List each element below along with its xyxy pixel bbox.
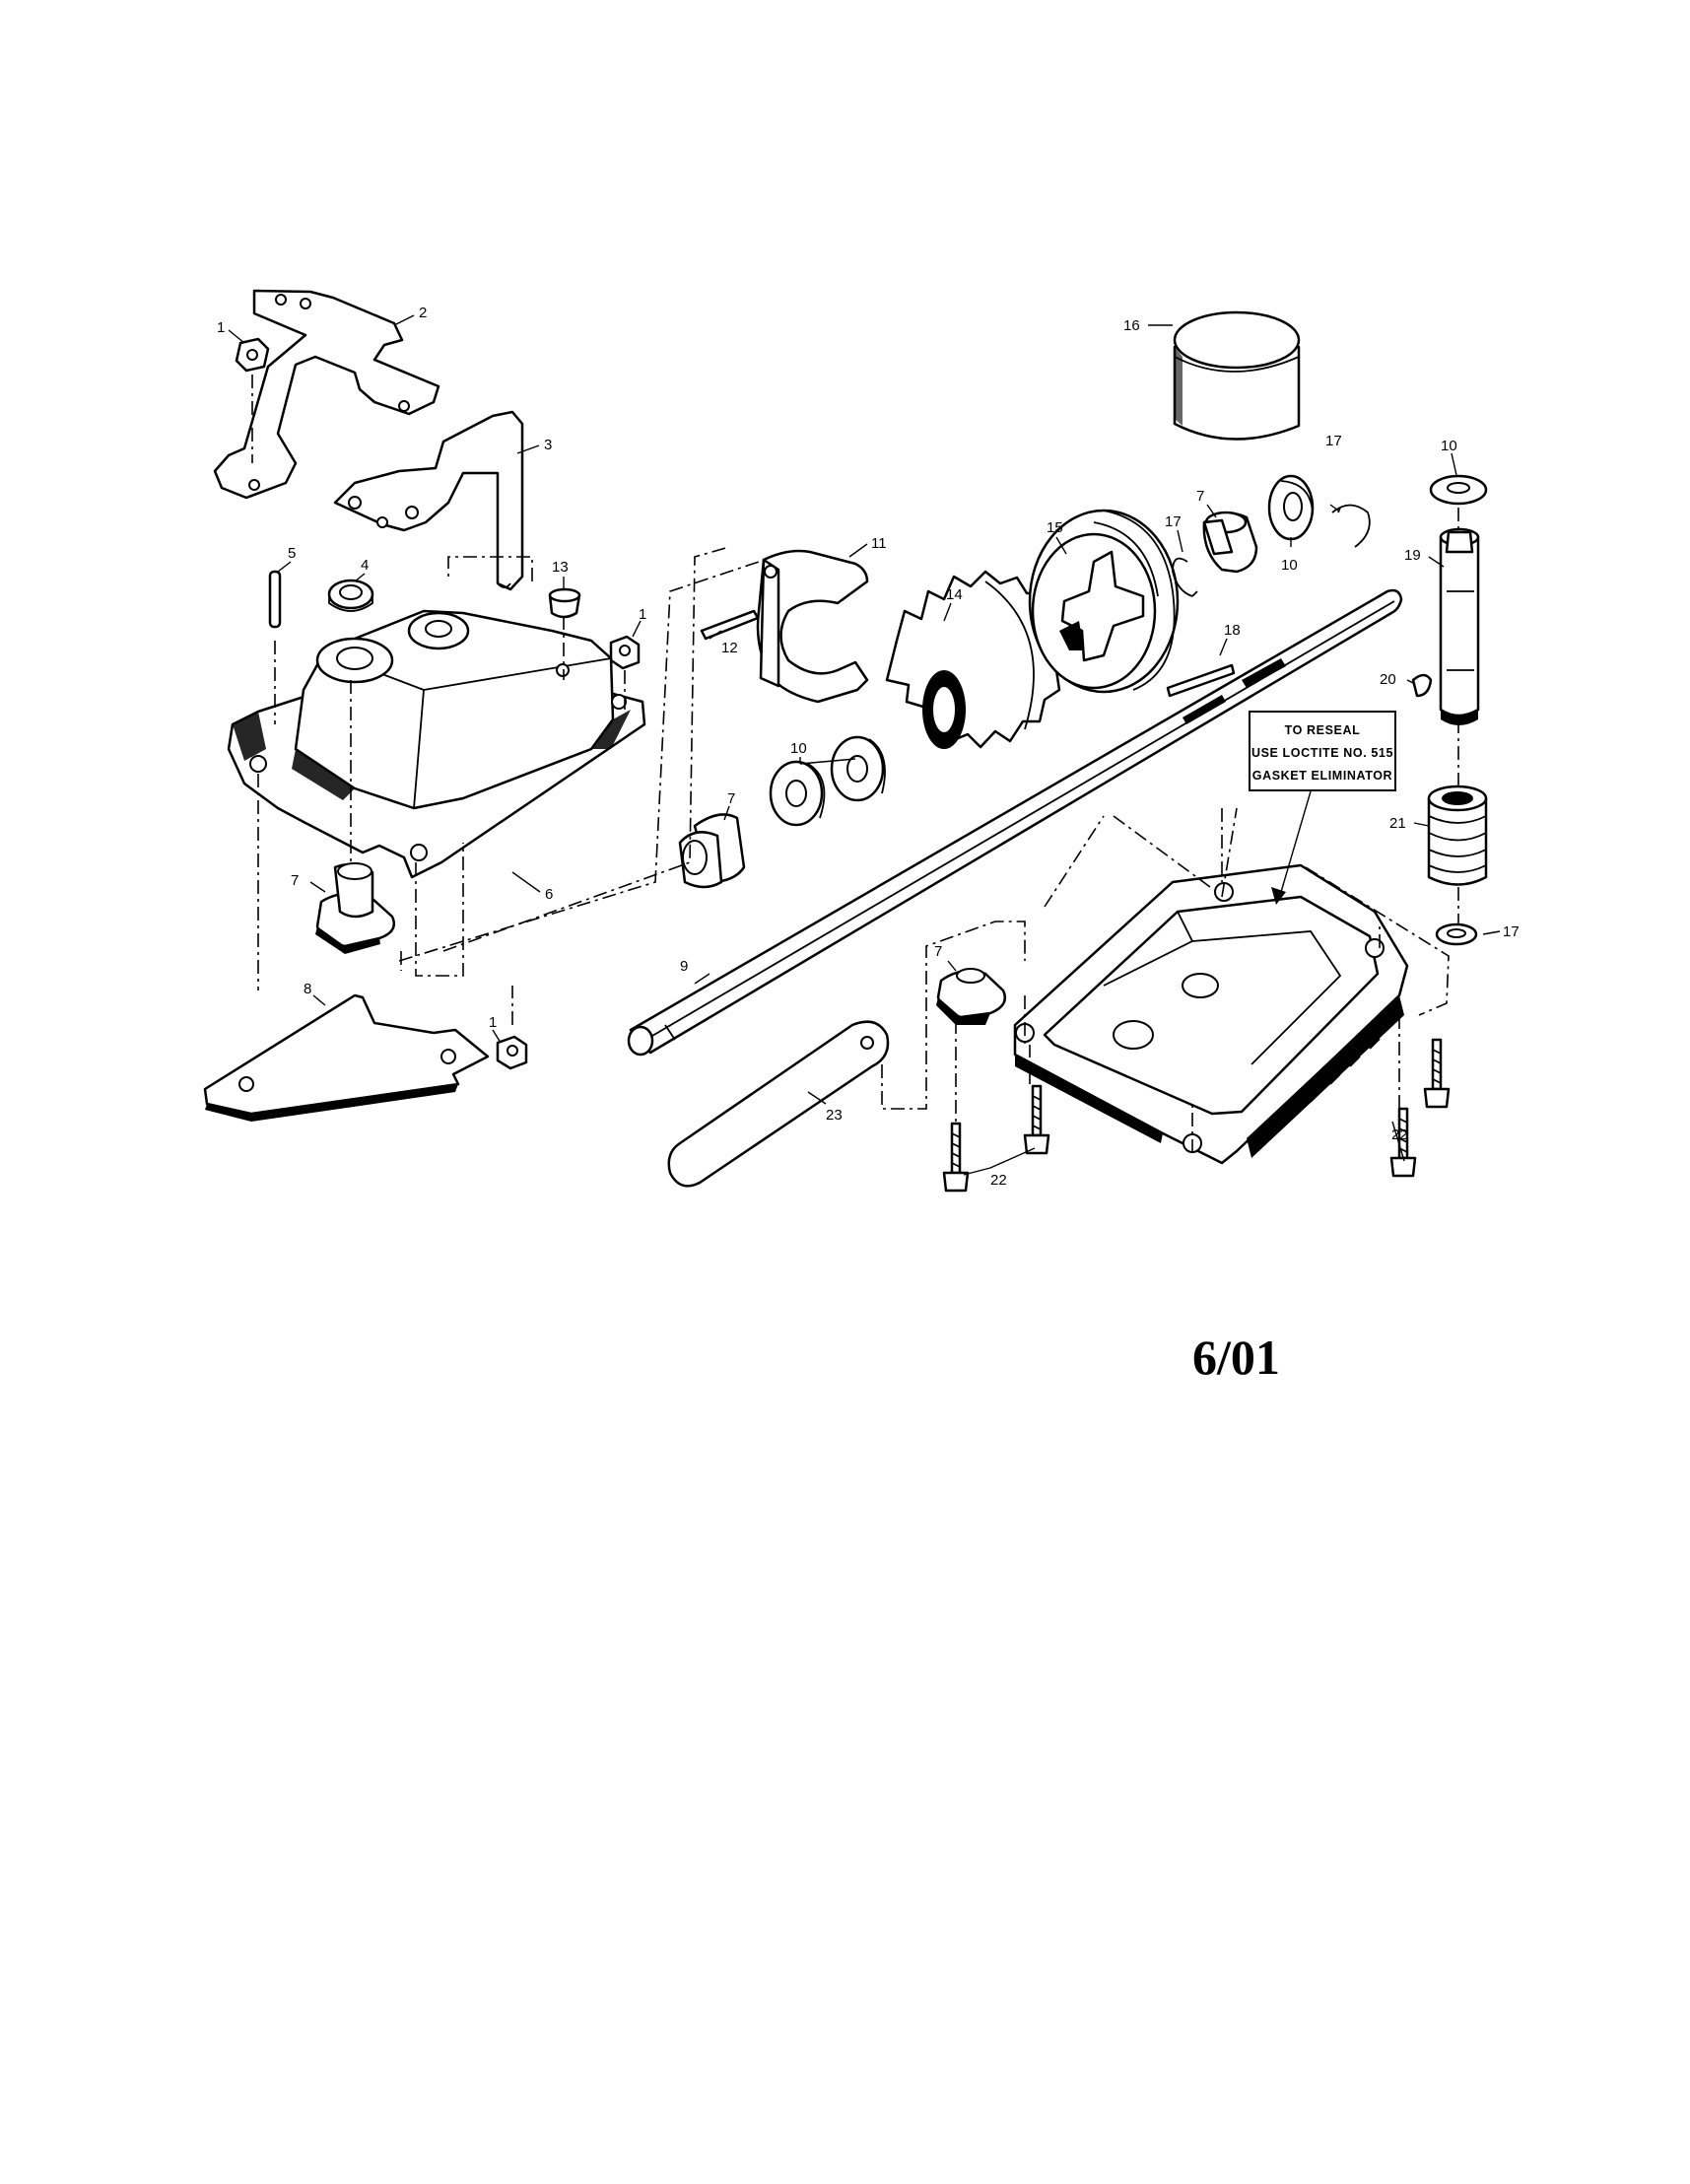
callout-20: 20 (1380, 671, 1396, 688)
callout-1-right: 1 (639, 606, 646, 623)
part-5-pin (268, 570, 282, 629)
assembly-lines (251, 375, 1459, 1153)
part-18-key (1166, 663, 1236, 698)
callout-22-left: 22 (990, 1172, 1007, 1189)
part-11-shift-fork (756, 549, 869, 704)
callout-18: 18 (1224, 622, 1241, 639)
callout-21: 21 (1389, 815, 1406, 832)
part-13-plug (548, 587, 581, 619)
part-1-nut-bottom (496, 1035, 528, 1070)
callout-16: 16 (1123, 317, 1140, 334)
callout-3: 3 (544, 437, 552, 453)
part-7-bushing-left (315, 862, 396, 954)
callout-22-right: 22 (1391, 1126, 1408, 1143)
callout-5: 5 (288, 545, 296, 562)
part-22-screws (942, 1038, 1451, 1193)
part-10-washer-top (1429, 474, 1488, 506)
note-line-2: USE LOCTITE NO. 515 (1251, 746, 1393, 760)
part-17-clip-c (1435, 922, 1478, 946)
part-7-bushing-mid (678, 813, 746, 889)
leader-lines (228, 314, 1501, 1176)
callout-2: 2 (419, 305, 427, 321)
callout-17-pulley: 17 (1165, 513, 1182, 530)
callout-13: 13 (552, 559, 569, 576)
note-line-3: GASKET ELIMINATOR (1252, 769, 1392, 783)
callout-7-lower: 7 (934, 943, 942, 960)
part-17-clip-b (1172, 557, 1198, 597)
part-7-bushing-center (1202, 511, 1258, 574)
part-21-worm (1427, 785, 1488, 886)
callout-labels: 1 2 3 4 5 13 1 6 7 8 1 11 12 10 7 14 15 … (217, 305, 1520, 1189)
callout-7-right: 7 (1196, 488, 1204, 505)
callout-15: 15 (1047, 519, 1063, 536)
callout-10-center: 10 (790, 740, 807, 757)
callout-9: 9 (680, 958, 688, 975)
callout-17-upper: 17 (1325, 433, 1342, 449)
part-12-pin (700, 609, 760, 641)
callout-6: 6 (545, 886, 553, 903)
callout-19: 19 (1404, 547, 1421, 564)
callout-23: 23 (826, 1107, 843, 1124)
part-8-gasket-plate (203, 993, 490, 1122)
part-9-shaft (627, 588, 1403, 1057)
callout-14: 14 (946, 586, 963, 603)
part-4-seal (327, 579, 374, 612)
callout-7-center: 7 (727, 790, 735, 807)
callout-17-bottom: 17 (1503, 923, 1520, 940)
callout-4: 4 (361, 557, 369, 574)
callout-12: 12 (721, 640, 738, 656)
callout-10-top: 10 (1441, 438, 1457, 454)
callout-1-bottom: 1 (489, 1014, 497, 1031)
callout-8: 8 (304, 981, 311, 997)
revision-date: 6/01 (1192, 1330, 1280, 1385)
part-10-washers-center (769, 735, 886, 827)
callout-11: 11 (871, 535, 887, 552)
part-1-nut-right (609, 635, 641, 670)
part-6-housing-cover (227, 609, 646, 879)
part-19-vertical-shaft (1439, 527, 1480, 725)
callout-10-right: 10 (1281, 557, 1298, 574)
part-7-bushing-lower (936, 968, 1007, 1025)
part-3-lever (333, 410, 524, 591)
reseal-note: TO RESEAL USE LOCTITE NO. 515 GASKET ELI… (1249, 711, 1396, 791)
callout-7-left: 7 (291, 872, 299, 889)
part-16-sleeve (1173, 310, 1301, 441)
part-23-lever (667, 1020, 890, 1188)
part-20-key (1411, 673, 1433, 698)
callout-1-top: 1 (217, 319, 225, 336)
lower-housing (1013, 863, 1409, 1165)
part-15-clutch-pulley (1028, 509, 1180, 694)
part-10-washer-right (1267, 474, 1315, 541)
part-17-clip-a (1331, 504, 1371, 548)
note-line-1: TO RESEAL (1285, 723, 1361, 737)
part-2-bracket (213, 289, 440, 500)
part-1-nut-top (235, 337, 270, 373)
